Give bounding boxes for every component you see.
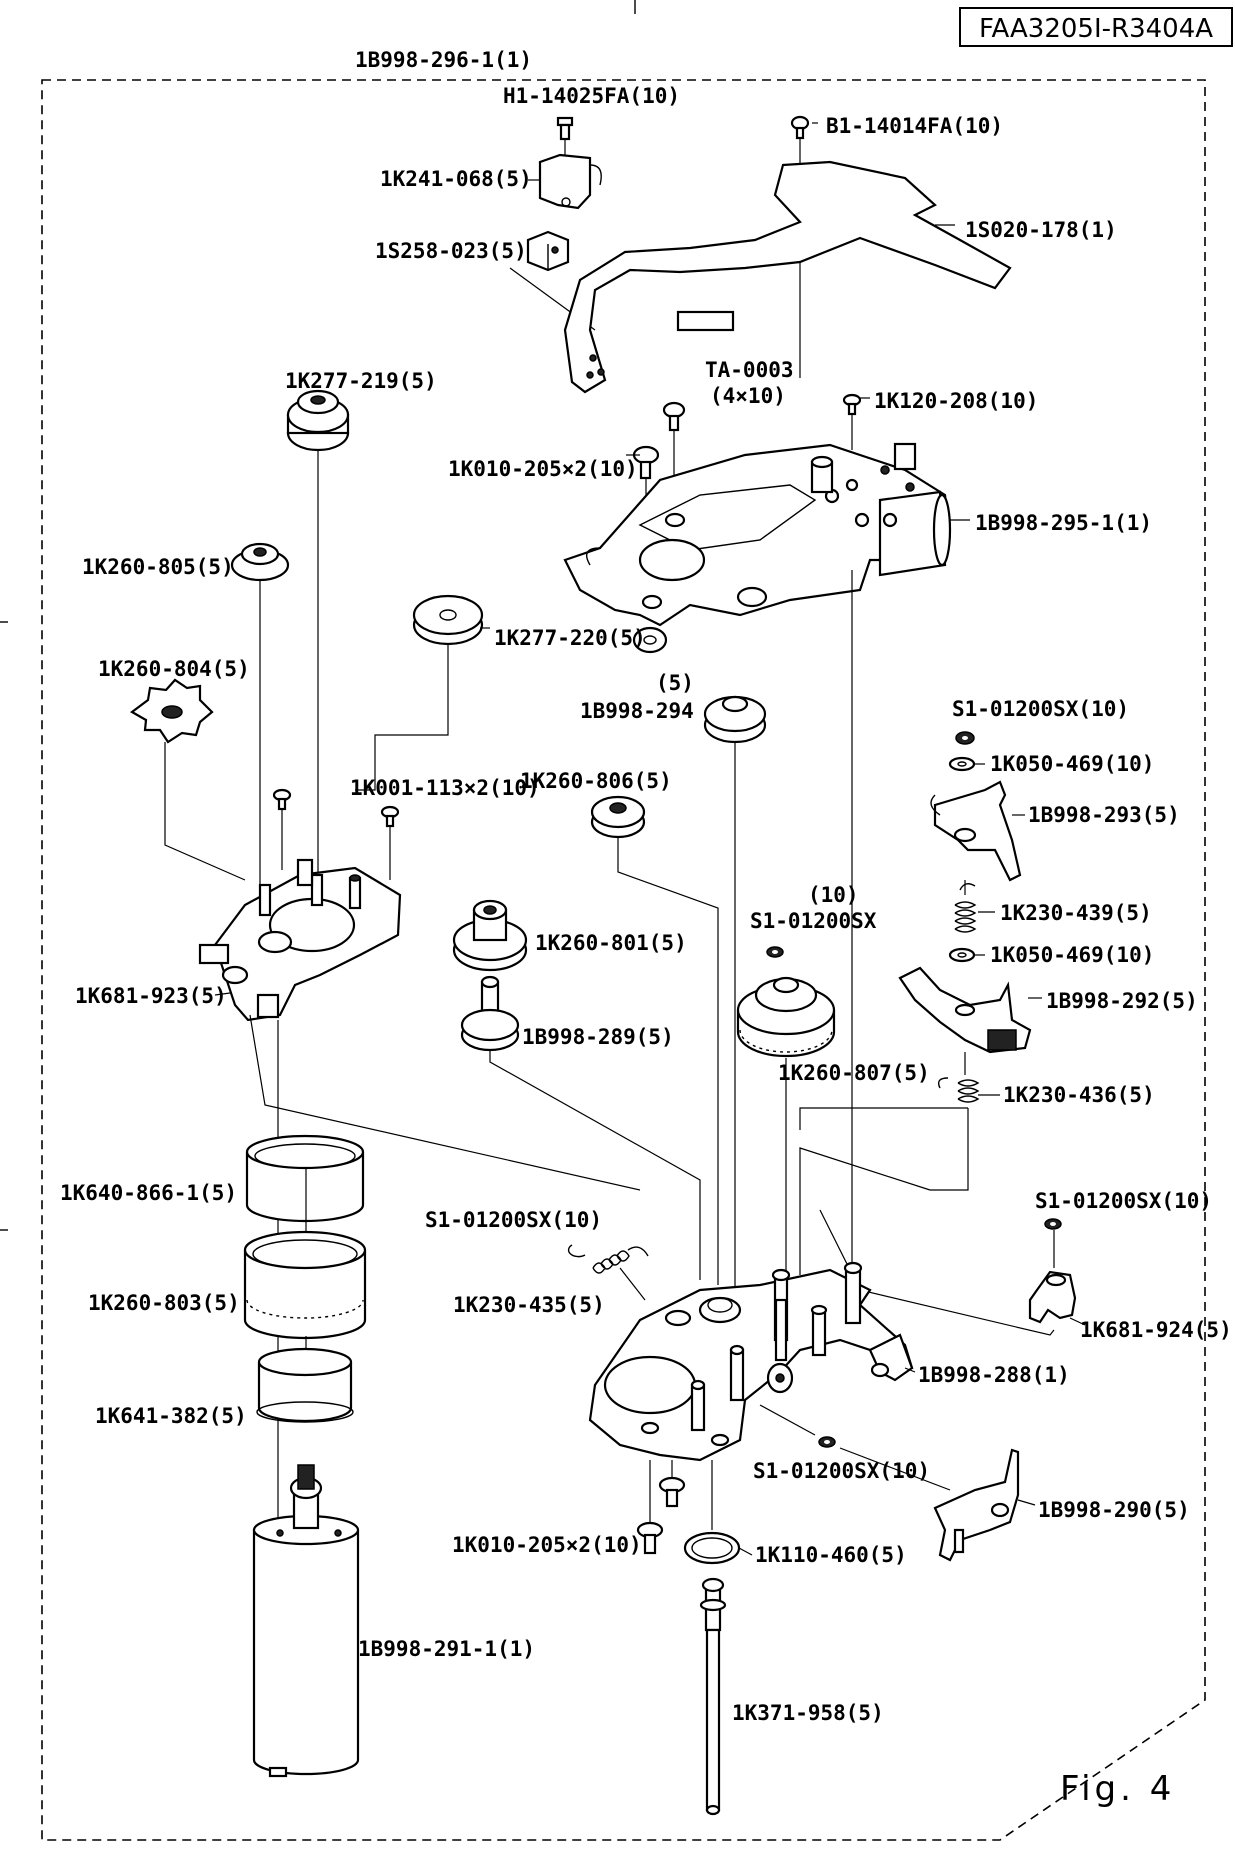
label-1b998-295: 1B998-295-1(1) [975,511,1152,535]
washer-s1-01200sx-d [1044,1218,1062,1230]
ring-1k110-460 [683,1531,741,1565]
screw-1k120-208 [842,393,862,450]
label-1k681-923: 1K681-923(5) [75,984,227,1008]
gear-1k277-220 [355,594,484,791]
label-1b998-292: 1B998-292(5) [1046,989,1198,1013]
label-1k110-460: 1K110-460(5) [755,1543,907,1567]
spring-1k230-439 [954,883,977,933]
bracket-1k681-924 [1028,1230,1077,1324]
label-s1-01200sx-b: S1-01200SX [750,909,877,933]
label-1b998-288: 1B998-288(1) [918,1363,1070,1387]
label-h1-14025fa: H1-14025FA(10) [503,84,680,108]
label-1k050-469-a: 1K050-469(10) [990,752,1154,776]
label-1k641-382: 1K641-382(5) [95,1404,247,1428]
label-1k260-805: 1K260-805(5) [82,555,234,579]
label-1k010-205-bottom: 1K010-205×2(10) [452,1533,642,1557]
washer-s1-01200sx-b [766,946,784,958]
frame-1k681-923 [198,858,402,1022]
lever-1b998-292 [898,966,1032,1075]
block-1s258-023 [526,230,570,272]
label-1k260-803: 1K260-803(5) [88,1291,240,1315]
label-1b998-294: 1B998-294 [580,699,694,723]
motor-1b998-291 [252,1464,360,1778]
label-ta-0003-size: (4×10) [710,384,786,408]
label-1k241-068: 1K241-068(5) [380,167,532,191]
washer-s1-01200sx-a [955,731,975,745]
spring-1k230-435 [592,1246,649,1301]
gear-1k260-805 [230,542,290,885]
gear-1k260-806 [590,795,719,1285]
label-1k371-958: 1K371-958(5) [732,1701,884,1725]
label-1k260-801: 1K260-801(5) [535,931,687,955]
screws-1k001-113 [272,788,400,880]
gear-1b998-294 [703,695,767,1290]
base-plate-1b998-288 [588,1261,914,1462]
label-1b998-293: 1B998-293(5) [1028,803,1180,827]
assembly-label: 1B998-296-1(1) [355,48,532,72]
label-b1-14014fa: B1-14014FA(10) [826,114,1003,138]
screws-1k010-205-bottom [636,1460,686,1555]
figure-label: Fig. 4 [1060,1769,1175,1809]
washer-s1-01200sx-e [818,1436,836,1448]
label-1k260-806: 1K260-806(5) [520,769,672,793]
spring-1k230-436 [799,1077,980,1191]
label-1b998-290: 1B998-290(5) [1038,1498,1190,1522]
washer-1k050-469-a [948,756,976,772]
gear-1k260-807 [736,976,836,1275]
label-1k277-219: 1K277-219(5) [285,369,437,393]
document-reference-box: FAA3205I-R3404A [959,7,1233,47]
washer-1k050-469-b [948,947,976,963]
label-1k001-113: 1K001-113×2(10) [350,776,540,800]
label-1k277-220: 1K277-220(5) [494,626,646,650]
label-1s258-023: 1S258-023(5) [375,239,527,263]
page-edge-marks [0,0,636,1231]
lever-1b998-293 [930,780,1022,882]
label-s1-01200sx-c: S1-01200SX(10) [425,1208,602,1232]
label-1b998-289: 1B998-289(5) [522,1025,674,1049]
label-1k120-208: 1K120-208(10) [874,389,1038,413]
label-1k230-439: 1K230-439(5) [1000,901,1152,925]
lever-1b998-290 [933,1448,1020,1562]
label-ta-0003: TA-0003 [705,358,794,382]
label-s1-01200sx-d: S1-01200SX(10) [1035,1189,1212,1213]
label-s1-01200sx-a: S1-01200SX(10) [952,697,1129,721]
label-s1-01200sx-e: S1-01200SX(10) [753,1459,930,1483]
gear-1k260-804 [130,678,246,881]
label-1k681-924: 1K681-924(5) [1080,1318,1232,1342]
label-1k230-436: 1K230-436(5) [1003,1083,1155,1107]
shaft-1k371-958 [699,1577,727,1816]
label-1k640-866: 1K640-866-1(5) [60,1181,237,1205]
label-1k050-469-b: 1K050-469(10) [990,943,1154,967]
ring-gear-1k260-803 [243,1230,367,1340]
assembly-boundary [41,79,1206,1841]
label-1k010-205-top: 1K010-205×2(10) [448,457,638,481]
label-1b998-294-qty: (5) [656,671,694,695]
label-1s020-178: 1S020-178(1) [965,218,1117,242]
gear-1b998-289 [460,975,701,1280]
flexible-circuit-1s020-178 [563,160,1012,394]
gear-1k260-801 [452,899,528,972]
label-1k260-807: 1K260-807(5) [778,1061,930,1085]
label-leaders [214,122,1086,1556]
label-s1-qty: (10) [808,883,859,907]
label-1k260-804: 1K260-804(5) [98,657,250,681]
e-clip-s1-01200sx-c [567,1244,586,1258]
gear-1k277-219 [286,389,350,885]
collar-1k641-382 [256,1347,354,1423]
document-reference: FAA3205I-R3404A [979,14,1213,44]
label-1b998-291: 1B998-291-1(1) [358,1637,535,1661]
bracket-1k241-068 [538,153,602,210]
label-1k230-435: 1K230-435(5) [453,1293,605,1317]
sleeve-1k640-866 [245,1134,365,1223]
